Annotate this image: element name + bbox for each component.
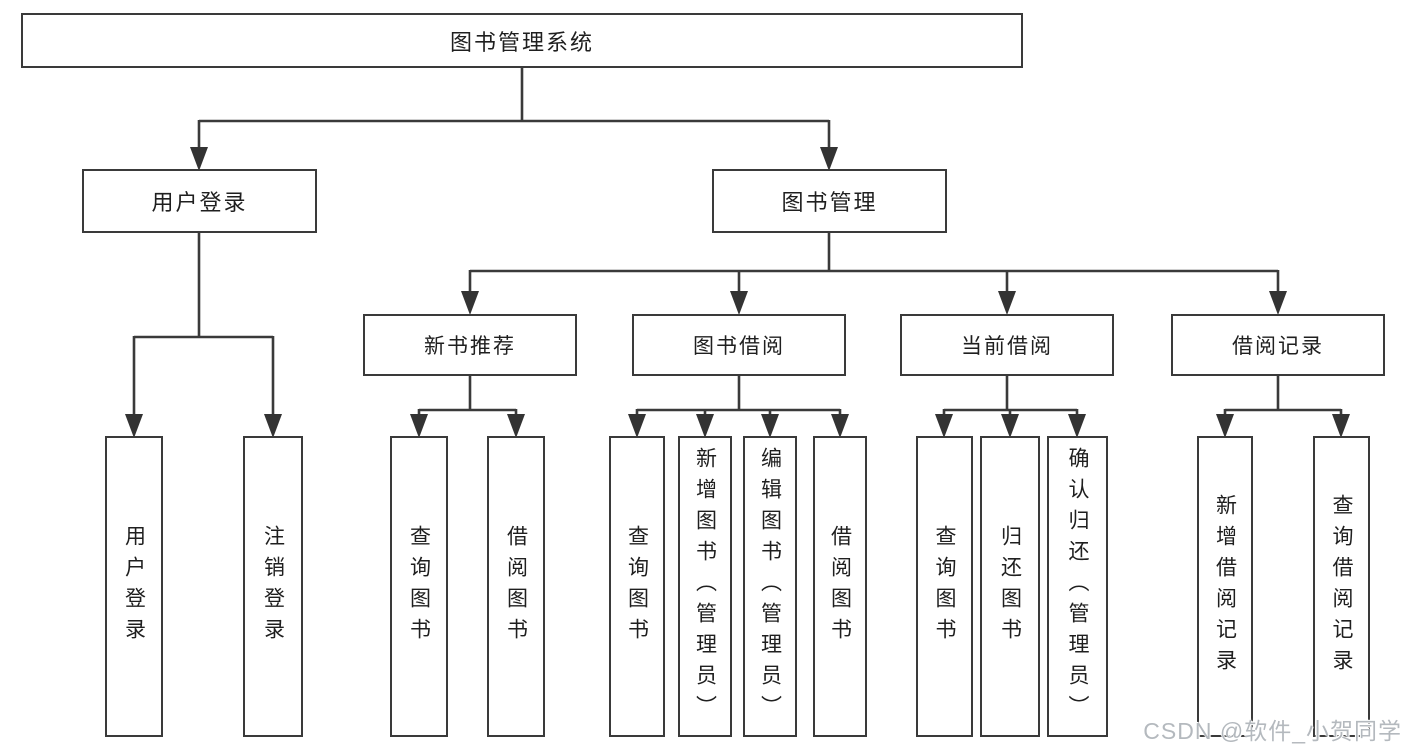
arrow-down-icon — [998, 291, 1016, 315]
arrow-down-icon — [125, 414, 143, 438]
arrow-down-icon — [696, 414, 714, 438]
node-label: 归还图书 — [998, 524, 1022, 649]
node-leaf-confirm-return-admin: 确认归还（管理员） — [1047, 436, 1108, 737]
arrow-down-icon — [1332, 414, 1350, 438]
node-label: 用户登录 — [151, 190, 248, 215]
node-label: 编辑图书（管理员） — [758, 447, 782, 726]
node-label: 确认归还（管理员） — [1066, 447, 1090, 726]
node-leaf-add-borrow-record: 新增借阅记录 — [1197, 436, 1253, 737]
node-label: 借阅图书 — [828, 524, 852, 649]
node-label: 查询图书 — [625, 524, 649, 649]
node-leaf-query-books-current: 查询图书 — [916, 436, 973, 737]
node-label: 新增图书（管理员） — [693, 447, 717, 726]
node-leaf-edit-books-admin: 编辑图书（管理员） — [743, 436, 797, 737]
node-label: 图书管理 — [781, 190, 878, 215]
arrow-down-icon — [831, 414, 849, 438]
node-label: 查询图书 — [407, 524, 431, 649]
node-current-borrowing: 当前借阅 — [900, 314, 1114, 376]
node-leaf-query-books-borrowing: 查询图书 — [609, 436, 665, 737]
arrow-down-icon — [264, 414, 282, 438]
node-book-management: 图书管理 — [712, 169, 947, 233]
node-user-login: 用户登录 — [82, 169, 317, 233]
node-new-book-recommend: 新书推荐 — [363, 314, 577, 376]
node-leaf-query-borrow-record: 查询借阅记录 — [1313, 436, 1370, 737]
node-label: 当前借阅 — [961, 335, 1053, 358]
node-leaf-borrow-books-borrowing: 借阅图书 — [813, 436, 867, 737]
arrow-down-icon — [1001, 414, 1019, 438]
node-label: 借阅记录 — [1232, 335, 1324, 358]
arrow-down-icon — [761, 414, 779, 438]
node-root-system: 图书管理系统 — [21, 13, 1023, 68]
node-label: 查询借阅记录 — [1330, 493, 1354, 680]
node-book-borrowing: 图书借阅 — [632, 314, 846, 376]
arrow-down-icon — [410, 414, 428, 438]
arrow-down-icon — [507, 414, 525, 438]
arrow-down-icon — [1068, 414, 1086, 438]
node-label: 图书借阅 — [693, 335, 785, 358]
node-leaf-query-books-recommend: 查询图书 — [390, 436, 448, 737]
arrow-down-icon — [730, 291, 748, 315]
arrow-down-icon — [935, 414, 953, 438]
arrow-down-icon — [820, 147, 838, 171]
arrow-down-icon — [1269, 291, 1287, 315]
node-borrowing-records: 借阅记录 — [1171, 314, 1385, 376]
node-leaf-add-books-admin: 新增图书（管理员） — [678, 436, 732, 737]
arrow-down-icon — [1216, 414, 1234, 438]
arrow-down-icon — [628, 414, 646, 438]
node-label: 借阅图书 — [504, 524, 528, 649]
arrow-down-icon — [461, 291, 479, 315]
node-label: 用户登录 — [122, 524, 146, 649]
node-label: 注销登录 — [261, 524, 285, 649]
node-leaf-user-login: 用户登录 — [105, 436, 163, 737]
arrow-down-icon — [190, 147, 208, 171]
node-label: 查询图书 — [933, 524, 957, 649]
node-leaf-logout: 注销登录 — [243, 436, 303, 737]
node-label: 新增借阅记录 — [1213, 493, 1237, 680]
node-leaf-return-books: 归还图书 — [980, 436, 1040, 737]
node-label: 新书推荐 — [424, 335, 516, 358]
node-label: 图书管理系统 — [449, 29, 594, 55]
csdn-watermark: CSDN @软件_小贺同学 — [1143, 718, 1402, 744]
node-leaf-borrow-books-recommend: 借阅图书 — [487, 436, 545, 737]
